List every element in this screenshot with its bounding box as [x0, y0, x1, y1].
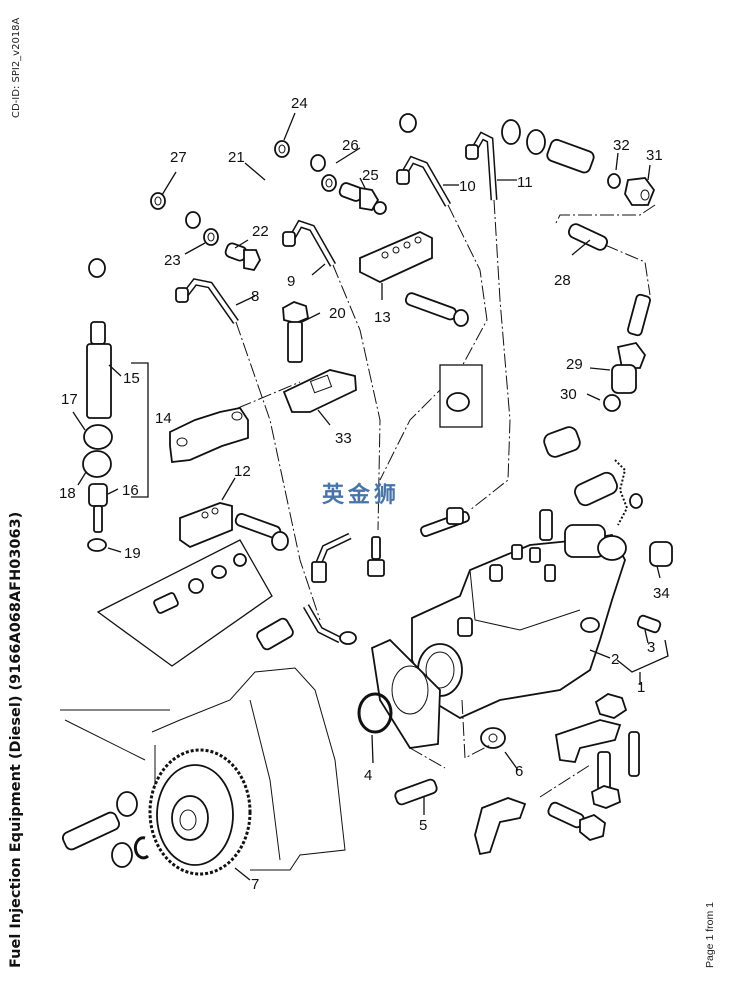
callout-7: 7: [251, 876, 259, 893]
part-washer-26[interactable]: [321, 174, 337, 192]
part-bolt-lower[interactable]: [547, 801, 606, 842]
watermark: 英金狮: [322, 483, 401, 508]
part-pipe-end-c[interactable]: [302, 604, 357, 645]
part-fitting-29[interactable]: [611, 341, 647, 394]
part-nut-6[interactable]: [480, 727, 506, 749]
callout-31: 31: [646, 147, 663, 164]
callout-3: 3: [647, 639, 655, 656]
callout-2: 2: [611, 651, 619, 668]
callout-21: 21: [228, 149, 245, 166]
callout-1: 1: [637, 679, 645, 696]
part-gear-7[interactable]: [148, 748, 252, 876]
callout-5: 5: [419, 817, 427, 834]
part-pipe-end-d[interactable]: [420, 507, 470, 538]
part-fitting-3[interactable]: [636, 614, 662, 634]
callout-13: 13: [374, 309, 391, 326]
part-washer-23[interactable]: [203, 228, 219, 246]
callout-12: 12: [234, 463, 251, 480]
callout-25: 25: [362, 167, 379, 184]
callout-29: 29: [566, 356, 583, 373]
part-pipe-9[interactable]: [282, 219, 381, 531]
callout-32: 32: [613, 137, 630, 154]
part-nut-gear[interactable]: [111, 842, 133, 868]
callout-23: 23: [164, 252, 181, 269]
part-nut-flange[interactable]: [594, 693, 628, 719]
part-bracket-right[interactable]: [554, 719, 622, 763]
part-banjo-bolt-25[interactable]: [338, 182, 387, 215]
part-clamp-14[interactable]: [169, 406, 249, 463]
callout-17: 17: [61, 391, 78, 408]
part-screw-12[interactable]: [234, 512, 289, 551]
part-cap-30[interactable]: [603, 394, 621, 412]
callout-22: 22: [252, 223, 269, 240]
callout-34: 34: [653, 585, 670, 602]
callout-4: 4: [364, 767, 372, 784]
part-fuel-pipe-21[interactable]: [88, 113, 417, 278]
callout-24: 24: [291, 95, 308, 112]
part-washer-19[interactable]: [87, 538, 107, 552]
part-gasket[interactable]: [371, 638, 441, 749]
part-shaft-29a[interactable]: [627, 293, 651, 337]
part-sensor[interactable]: [255, 617, 294, 651]
callout-14: 14: [155, 410, 172, 427]
leader-lines: [72, 112, 669, 881]
callout-18: 18: [59, 485, 76, 502]
part-pipe-8[interactable]: [175, 278, 321, 621]
part-clip-gear[interactable]: [133, 836, 149, 860]
callout-26: 26: [342, 137, 359, 154]
part-sleeve-b[interactable]: [572, 470, 619, 508]
part-banjo-bolt-22[interactable]: [224, 242, 262, 272]
part-sleeve-18[interactable]: [82, 450, 112, 478]
part-stud-5[interactable]: [394, 778, 438, 806]
part-pipe-end-a[interactable]: [311, 532, 352, 583]
callout-28: 28: [554, 272, 571, 289]
part-seal-32[interactable]: [607, 173, 621, 189]
part-o-ring-4[interactable]: [357, 692, 393, 734]
callout-6: 6: [515, 763, 523, 780]
part-injector-15[interactable]: [86, 321, 112, 419]
inset-detail-box: [439, 364, 483, 428]
callout-27: 27: [170, 149, 187, 166]
part-screw-13[interactable]: [404, 292, 469, 327]
callout-20: 20: [329, 305, 346, 322]
part-bolt-right[interactable]: [591, 751, 622, 809]
part-delivery-valve-stack[interactable]: [501, 119, 595, 174]
callout-11: 11: [517, 174, 533, 191]
callout-33: 33: [335, 430, 352, 447]
part-bolt-20[interactable]: [282, 301, 310, 363]
callout-8: 8: [251, 288, 259, 305]
part-injection-pump-1[interactable]: [411, 509, 627, 720]
part-nut-31[interactable]: [624, 177, 656, 206]
part-nozzle-16[interactable]: [88, 483, 108, 533]
part-sleeve-a[interactable]: [542, 425, 582, 459]
callout-labels: 24 27 21 26 25 22 23 9 8 20 13 10 11 32 …: [59, 95, 670, 893]
part-clip-12[interactable]: [179, 502, 233, 549]
part-kit-box[interactable]: [96, 539, 273, 667]
part-clip-13[interactable]: [359, 231, 433, 283]
part-stud-right[interactable]: [628, 731, 640, 777]
part-bolt-gear[interactable]: [61, 811, 121, 852]
part-bracket-lower[interactable]: [474, 797, 527, 856]
part-bracket-33[interactable]: [282, 369, 357, 413]
part-pipe-end-b[interactable]: [367, 536, 385, 577]
part-washer-24[interactable]: [274, 140, 290, 158]
callout-19: 19: [124, 545, 141, 562]
callout-15: 15: [123, 370, 140, 387]
callout-10: 10: [459, 178, 476, 195]
part-washer-gear[interactable]: [116, 791, 138, 817]
part-sleeve-c[interactable]: [629, 493, 643, 509]
part-sleeve-34[interactable]: [649, 541, 673, 567]
part-washer-27[interactable]: [150, 192, 166, 210]
part-washer-17[interactable]: [83, 424, 113, 450]
part-pipe-11[interactable]: [465, 131, 511, 511]
part-pin-28[interactable]: [567, 222, 609, 252]
callout-9: 9: [287, 273, 295, 290]
callout-30: 30: [560, 386, 577, 403]
callout-16: 16: [122, 482, 139, 499]
part-pipe-10[interactable]: [379, 155, 488, 481]
